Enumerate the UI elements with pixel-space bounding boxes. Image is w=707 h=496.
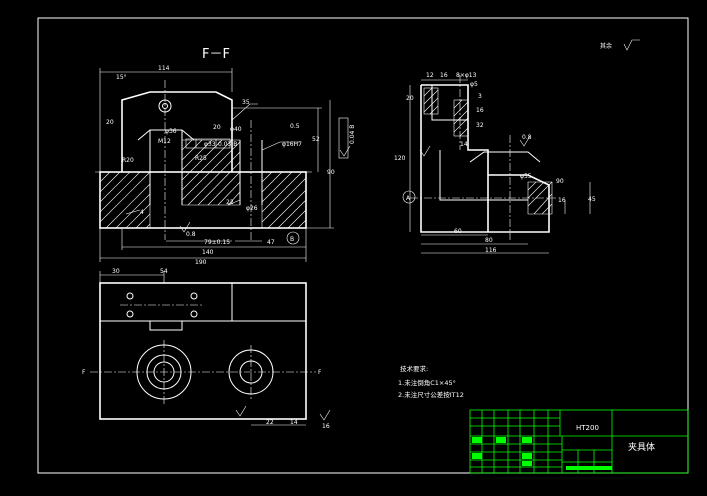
svg-text:45: 45 bbox=[588, 196, 596, 203]
svg-text:0.03 B: 0.03 B bbox=[218, 141, 237, 148]
tech-requirements: 技术要求: 1.未注倒角C1×45° 2.未注尺寸公差按IT12 bbox=[398, 364, 464, 399]
top-view bbox=[90, 271, 331, 426]
hatch-right bbox=[261, 171, 307, 229]
svg-text:52: 52 bbox=[312, 136, 320, 143]
svg-text:8×φ13: 8×φ13 bbox=[456, 72, 477, 79]
hatch-left bbox=[99, 171, 151, 229]
svg-text:0.8: 0.8 bbox=[186, 231, 196, 238]
section-title: F－F bbox=[202, 47, 230, 62]
svg-text:0.5: 0.5 bbox=[290, 123, 300, 130]
svg-text:夹具体: 夹具体 bbox=[628, 441, 655, 453]
svg-text:B: B bbox=[290, 236, 294, 243]
svg-text:54: 54 bbox=[160, 268, 168, 275]
svg-text:47: 47 bbox=[267, 239, 275, 246]
svg-text:35: 35 bbox=[242, 99, 250, 106]
svg-text:80: 80 bbox=[485, 237, 493, 244]
svg-text:A: A bbox=[406, 195, 411, 202]
front-view bbox=[95, 68, 351, 262]
sheet-border bbox=[37, 17, 689, 474]
svg-text:φ5: φ5 bbox=[470, 81, 478, 88]
svg-text:2.未注尺寸公差按IT12: 2.未注尺寸公差按IT12 bbox=[398, 390, 464, 399]
svg-text:φ16H7: φ16H7 bbox=[282, 141, 302, 148]
roughness-note: 其余 bbox=[600, 42, 612, 50]
svg-text:90: 90 bbox=[327, 169, 335, 176]
svg-text:20: 20 bbox=[106, 119, 114, 126]
svg-text:16: 16 bbox=[558, 197, 566, 204]
svg-text:79±0.15: 79±0.15 bbox=[204, 239, 230, 246]
svg-text:φ33: φ33 bbox=[204, 141, 216, 148]
svg-text:16: 16 bbox=[322, 423, 330, 430]
svg-text:114: 114 bbox=[158, 65, 170, 72]
svg-text:HT200: HT200 bbox=[576, 424, 599, 432]
side-view bbox=[402, 75, 591, 254]
svg-text:20: 20 bbox=[406, 95, 414, 102]
svg-text:φ40: φ40 bbox=[230, 126, 242, 133]
svg-text:116: 116 bbox=[485, 247, 497, 254]
svg-text:22: 22 bbox=[226, 199, 234, 206]
svg-text:M12: M12 bbox=[158, 138, 171, 145]
svg-text:90: 90 bbox=[556, 178, 564, 185]
svg-text:60: 60 bbox=[454, 228, 462, 235]
svg-text:16: 16 bbox=[440, 72, 448, 79]
svg-text:φ36: φ36 bbox=[165, 128, 177, 135]
svg-text:15°: 15° bbox=[116, 74, 127, 81]
svg-text:22: 22 bbox=[266, 419, 274, 426]
svg-text:4: 4 bbox=[140, 209, 144, 216]
svg-text:3: 3 bbox=[478, 93, 482, 100]
svg-text:16: 16 bbox=[476, 107, 484, 114]
svg-text:32: 32 bbox=[476, 122, 484, 129]
svg-text:0.04 B: 0.04 B bbox=[349, 125, 356, 144]
svg-text:1.未注倒角C1×45°: 1.未注倒角C1×45° bbox=[398, 378, 456, 387]
svg-text:F: F bbox=[82, 369, 86, 376]
svg-text:R25: R25 bbox=[195, 155, 207, 162]
svg-text:20: 20 bbox=[213, 124, 221, 131]
svg-text:0.8: 0.8 bbox=[522, 134, 532, 141]
svg-text:R20: R20 bbox=[122, 157, 134, 164]
title-block: HT200 夹具体 bbox=[469, 409, 689, 474]
svg-text:14: 14 bbox=[290, 419, 298, 426]
svg-text:φ26: φ26 bbox=[246, 205, 258, 212]
top-dim-labels: 30 54 22 14 16 F F bbox=[82, 268, 330, 430]
svg-text:120: 120 bbox=[394, 155, 406, 162]
svg-text:14: 14 bbox=[460, 141, 468, 148]
svg-text:φ55: φ55 bbox=[520, 173, 532, 180]
side-dim-labels: 12 16 8×φ13 φ5 20 3 16 32 14 120 0.8 φ55… bbox=[394, 72, 596, 254]
svg-text:F: F bbox=[318, 369, 322, 376]
svg-text:140: 140 bbox=[202, 249, 214, 256]
svg-text:技术要求:: 技术要求: bbox=[400, 364, 428, 373]
hatch-mid bbox=[181, 139, 241, 206]
front-dim-labels: 114 15° 20 φ36 20 φ40 35 φ33 0.5 52 90 φ… bbox=[106, 65, 356, 266]
svg-text:190: 190 bbox=[195, 259, 207, 266]
svg-text:12: 12 bbox=[426, 72, 434, 79]
svg-text:30: 30 bbox=[112, 268, 120, 275]
